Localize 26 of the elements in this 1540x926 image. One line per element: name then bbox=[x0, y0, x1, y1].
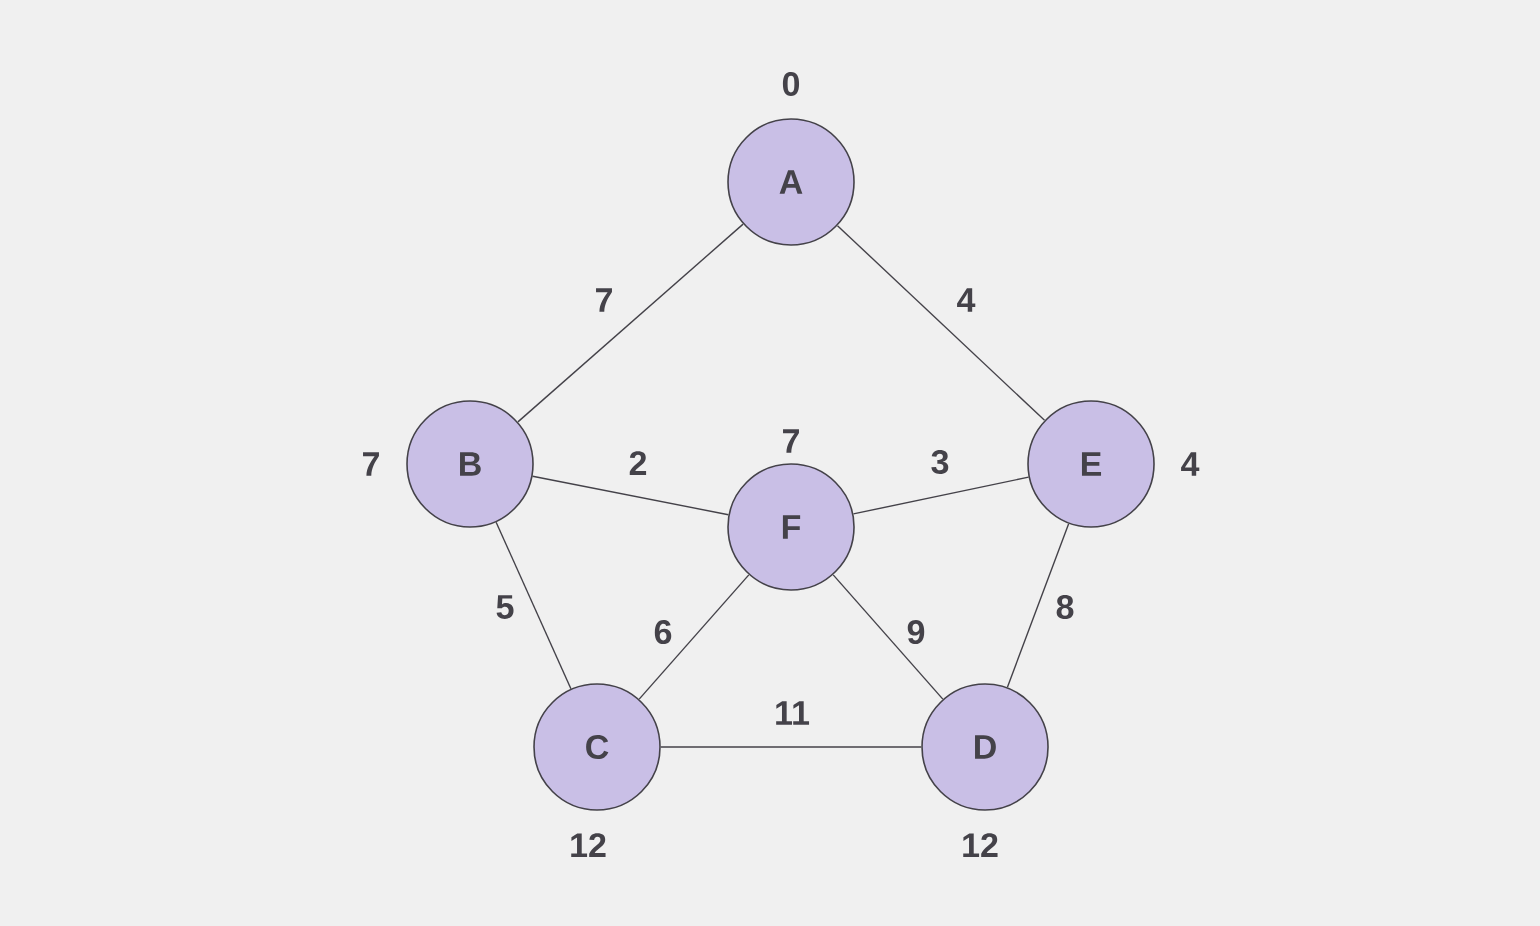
edge-line bbox=[531, 475, 730, 516]
edge-line bbox=[638, 574, 750, 700]
edge-line bbox=[660, 746, 922, 748]
edge-label: 7 bbox=[592, 286, 616, 314]
graph-node: B bbox=[406, 400, 534, 528]
edge-line bbox=[1006, 523, 1070, 688]
graph-node: C bbox=[533, 683, 661, 811]
graph-node: E bbox=[1027, 400, 1155, 528]
edge-line bbox=[517, 223, 744, 423]
edge-label: 5 bbox=[493, 593, 517, 621]
graph-node: F bbox=[727, 463, 855, 591]
node-value: 0 bbox=[782, 71, 800, 97]
node-value: 12 bbox=[963, 833, 998, 857]
edge-label: 2 bbox=[626, 449, 650, 477]
edge-line bbox=[495, 521, 572, 690]
edge-line bbox=[852, 476, 1030, 515]
node-value: 12 bbox=[571, 833, 606, 857]
node-value: 7 bbox=[783, 429, 799, 453]
edge-line bbox=[836, 225, 1046, 421]
edge-line bbox=[832, 574, 944, 700]
edge-label: 4 bbox=[954, 286, 978, 314]
graph-node: A bbox=[727, 118, 855, 246]
graph-node: D bbox=[921, 683, 1049, 811]
edge-label: 11 bbox=[772, 699, 812, 727]
node-value: 7 bbox=[363, 452, 379, 476]
node-value: 4 bbox=[1181, 452, 1200, 476]
